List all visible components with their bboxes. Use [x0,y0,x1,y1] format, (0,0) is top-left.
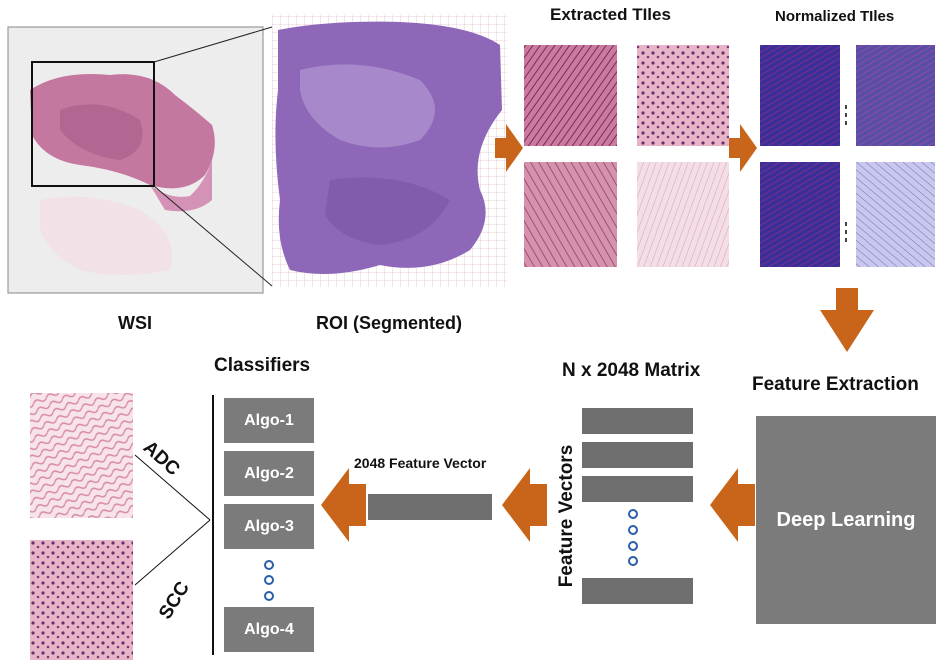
matrix-bars [582,408,693,604]
adc-sample-image [30,393,133,518]
classifier-algo-3: Algo-3 [244,517,294,535]
adc-connector [134,454,211,521]
classifier-algo-2: Algo-2 [244,464,294,482]
roi-segmented-image [272,15,507,287]
extracted-tiles [524,45,729,267]
normalized-tile-1 [760,45,840,146]
scc-sample-image [30,540,133,660]
feature-vector-bar [368,494,492,520]
roi-label: ROI (Segmented) [316,313,463,333]
matrix-label: N x 2048 Matrix [562,360,701,381]
normalized-tiles [760,45,935,267]
classifier-algo-1: Algo-1 [244,411,294,429]
normalized-tile-4 [856,162,935,267]
wsi-label: WSI [118,313,152,333]
scc-connector [134,519,211,586]
deep-learning-label: Deep Learning [776,508,916,531]
zoom-line-bottom [153,185,273,287]
extracted-tile-4 [637,162,729,267]
arrow-down-to-feature-extraction [820,288,874,352]
classifier-algo-4: Algo-4 [244,620,294,638]
classifier-boxes [224,398,314,652]
normalized-tile-2 [856,45,935,146]
tile-dots [845,105,847,242]
arrow-roi-to-extracted [495,124,523,172]
zoom-line-top [153,26,273,63]
feature-extraction-label: Feature Extraction [752,374,919,395]
extracted-tile-1 [524,45,617,146]
arrow-vector-to-classifiers [321,468,366,542]
extracted-tile-3 [524,162,617,267]
classifiers-label: Classifiers [214,355,311,376]
arrow-extracted-to-normalized [729,124,757,172]
deep-learning-box [756,416,936,624]
matrix-ellipsis [628,509,638,566]
arrow-deep-learning-to-matrix [710,468,755,542]
normalized-tiles-label: Normalized TIles [775,8,895,25]
feature-vector-label: 2048 Feature Vector [354,455,487,471]
feature-vectors-label: Feature Vectors [556,444,577,588]
extracted-tile-2 [637,45,729,146]
extracted-tiles-label: Extracted TIles [550,5,671,24]
arrow-matrix-to-vector [502,468,547,542]
wsi-slide-image [7,26,264,294]
normalized-tile-3 [760,162,840,267]
classifier-ellipsis [264,560,274,601]
